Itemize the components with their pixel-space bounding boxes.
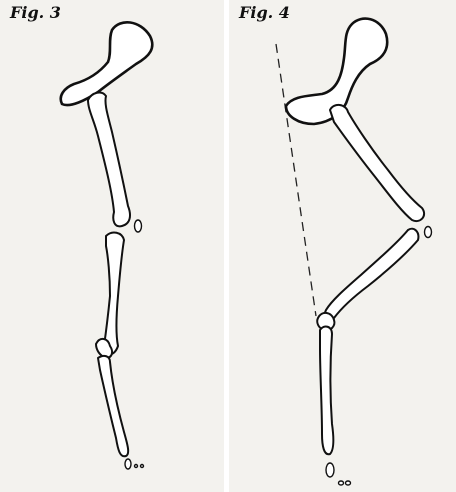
- figure-4-limb: [276, 19, 432, 485]
- sesamoid-1: [135, 465, 138, 468]
- upper-bone: [88, 93, 130, 227]
- middle-bone: [325, 229, 419, 320]
- dashed-guide-line: [276, 44, 316, 316]
- scapula-bone: [61, 22, 153, 105]
- upper-bone: [330, 105, 424, 221]
- middle-bone: [104, 233, 124, 355]
- digit-bone: [125, 459, 131, 469]
- sesamoid-1: [339, 481, 344, 485]
- digit-bone: [326, 463, 334, 477]
- lower-bone: [320, 327, 333, 455]
- joint-ossicle: [425, 227, 432, 238]
- sesamoid-2: [346, 481, 351, 485]
- lower-bone: [98, 356, 128, 456]
- sesamoid-2: [141, 465, 144, 468]
- joint-ossicle: [135, 220, 142, 232]
- figure-3-limb: [61, 22, 153, 469]
